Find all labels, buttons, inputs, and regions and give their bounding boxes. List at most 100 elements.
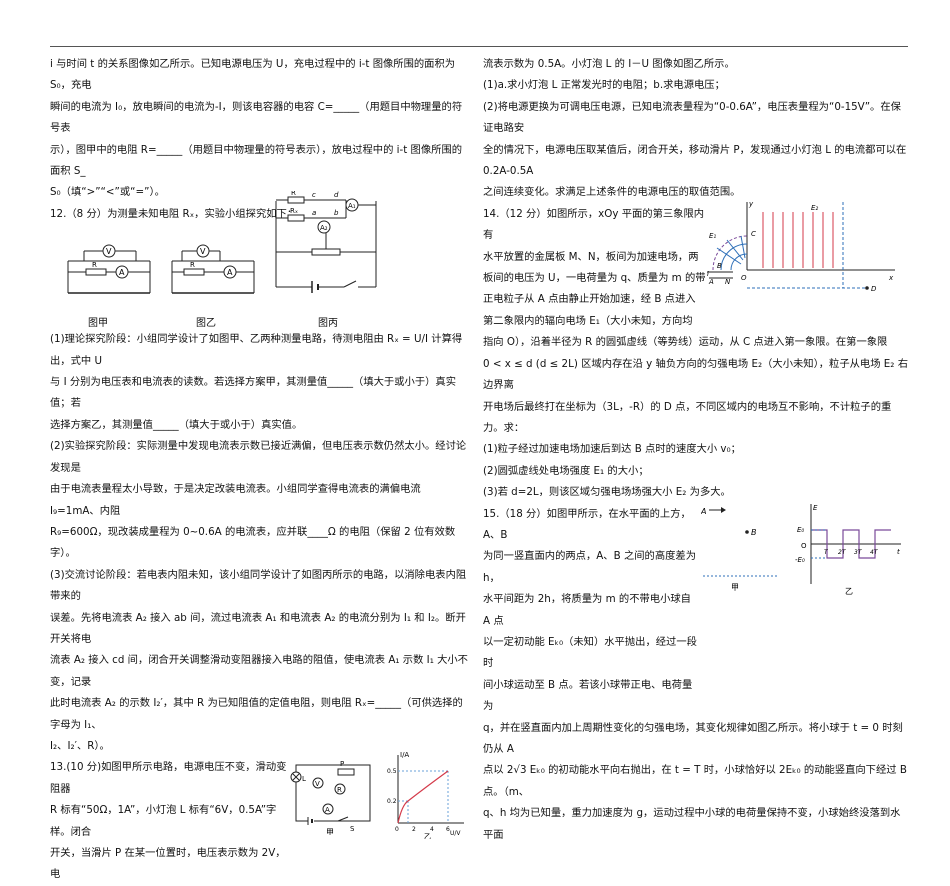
- q14-point-b: B: [717, 262, 722, 270]
- circuit-yi-diagram: V R A: [171, 244, 255, 294]
- q13-x-tick: 4: [430, 826, 434, 833]
- svg-text:V: V: [315, 780, 320, 788]
- svg-text:V: V: [106, 247, 112, 256]
- svg-text:A: A: [325, 806, 330, 814]
- q12-figures: V R A 图甲 V R A 图乙: [50, 191, 468, 343]
- q13-continued-line: 流表示数为 0.5A。小灯泡 L 的 I－U 图像如图乙所示。: [483, 58, 735, 70]
- q12-part3-line: 此时电流表 A₂ 的示数 I₂′，其中 R 为已知阻值的定值电阻，则电阻 Rₓ=…: [50, 697, 463, 731]
- q14-field-e2: E₂: [811, 204, 818, 212]
- q13-text-line: R 标有“50Ω，1A”，小灯泡 L 标有“6V，0.5A”字样。闭合: [50, 804, 277, 838]
- q15-text-line: q，并在竖直面内加上周期性变化的匀强电场，其变化规律如图乙所示。将小球于 t =…: [483, 721, 903, 755]
- q13-text-line: 13.(10 分)如图甲所示电路，电源电压不变，滑动变阻器: [50, 761, 287, 795]
- q13-text-line: 开关，当滑片 P 在某一位置时，电压表示数为 2V，电: [50, 847, 286, 881]
- q13-part2-line: 之间连续变化。求满足上述条件的电源电压的取值范围。: [483, 186, 741, 199]
- right-column: 流表示数为 0.5A。小灯泡 L 的 I－U 图像如图乙所示。 (1)a.求小灯…: [483, 54, 908, 846]
- q15-tick-4t: 4T: [870, 549, 879, 556]
- q15-t-axis: t: [897, 548, 900, 556]
- q14-field-e1: E₁: [709, 232, 716, 240]
- q13-fig-yi-label: 乙: [424, 833, 431, 839]
- q13-x-axis-label: U/V: [450, 830, 461, 837]
- q15-neg-e0-label: -E₀: [795, 556, 805, 564]
- q13-x-tick: 0: [395, 826, 399, 833]
- q15-block: 15.（18 分）如图甲所示，在水平面的上方，A、B 为同一竖直面内的两点，A、…: [483, 503, 908, 718]
- q12-part1-line: 选择方案乙，其测量值_____（填大于或小于）真实值。: [50, 418, 303, 431]
- q13-block: 13.(10 分)如图甲所示电路，电源电压不变，滑动变阻器 R 标有“50Ω，1…: [50, 751, 468, 885]
- svg-text:A: A: [119, 268, 125, 277]
- q15-fig-yi-label: 乙: [845, 587, 853, 596]
- svg-text:c: c: [312, 191, 316, 199]
- svg-text:A: A: [227, 268, 233, 277]
- figure-caption-yi: 图乙: [196, 318, 216, 330]
- q12-title: 12.（8 分）为测量未知电阻 Rₓ，实验小组探究如下：: [50, 207, 298, 220]
- q15-fig-jia-label: 甲: [731, 583, 739, 592]
- q12-part2-line: 由于电流表量程太小导致，于是决定改装电流表。小组同学查得电流表的满偏电流 I₉=…: [50, 483, 421, 517]
- q15-origin: O: [801, 542, 807, 550]
- q13-x-tick: 2: [412, 826, 416, 833]
- q12-part2-line: R₉=600Ω，现改装成量程为 0~0.6A 的电流表，应并联____Ω 的电阻…: [50, 525, 456, 560]
- q14-text-line: 0 < x ≤ d (d ≤ 2L) 区域内存在沿 y 轴负方向的匀强电场 E₂…: [483, 357, 908, 392]
- circuit-bing-diagram: R c d A₁ Rₓ a b A₂: [275, 191, 377, 294]
- q14-point-a: A: [708, 278, 714, 286]
- svg-text:b: b: [334, 209, 339, 217]
- q12-part3-line: 流表 A₂ 接入 cd 间，闭合开关调整滑动变阻器接入电路的阻值，使电流表 A₁…: [50, 654, 468, 688]
- q13-iu-graph: I/A U/V 0.5 0.2 0 2 4 6 乙: [387, 751, 464, 839]
- q11-text-line: 瞬间的电流为 I₀，放电瞬间的电流为-I，则该电容器的电容 C=_____（用题…: [50, 100, 463, 135]
- svg-text:a: a: [312, 209, 316, 217]
- q15-jia-diagram: A B 甲: [701, 506, 779, 592]
- q11-text-line: 示），图甲中的电阻 R=_____（用题目中物理量的符号表示），放电过程中的 i…: [50, 143, 463, 178]
- svg-text:R: R: [337, 786, 342, 794]
- circuit-jia-diagram: V R A: [67, 244, 151, 294]
- q14-block: 14.（12 分）如图所示，xOy 平面的第三象限内有 水平放置的金属板 M、N…: [483, 200, 908, 332]
- q14-plate-n: N: [725, 278, 731, 286]
- q15-point-a: A: [701, 507, 706, 516]
- q12-part3-line: (3)交流讨论阶段：若电表内阻未知，该小组同学设计了如图丙所示的电路，以消除电表…: [50, 568, 467, 603]
- svg-text:R: R: [291, 191, 296, 197]
- q13-circuit-diagram: L V P R A S 甲: [290, 760, 371, 835]
- q15-text-line: 点以 2√3 Eₖ₀ 的初动能水平向右抛出，在 t = T 时，小球恰好以 2E…: [483, 764, 907, 798]
- svg-text:A₁: A₁: [348, 202, 356, 210]
- q13-y-tick: 0.5: [387, 768, 397, 775]
- q15-text-line: 水平间距为 2h，将质量为 m 的不带电小球自 A 点: [483, 593, 691, 627]
- q14-part1-line: (1)粒子经过加速电场加速后到达 B 点时的速度大小 v₀；: [483, 443, 741, 456]
- q15-text-line: 以一定初动能 Eₖ₀（未知）水平抛出，经过一段时: [483, 635, 697, 670]
- q14-point-d: D: [871, 285, 877, 293]
- q14-text-line: 板间的电压为 U，一电荷量为 q、质量为 m 的带: [483, 272, 706, 285]
- q15-point-b: B: [751, 528, 757, 537]
- left-column: i 与时间 t 的关系图像如乙所示。已知电源电压为 U，充电过程中的 i-t 图…: [50, 54, 468, 886]
- q12-part2-line: (2)实验探究阶段：实际测量中发现电流表示数已接近满偏，但电压表示数仍然太小。经…: [50, 440, 467, 474]
- figure-caption-jia: 图甲: [88, 318, 108, 330]
- svg-text:Rₓ: Rₓ: [290, 207, 298, 215]
- svg-text:d: d: [334, 191, 339, 199]
- q15-text-line: 间小球运动至 B 点。若该小球带正电、电荷量为: [483, 678, 693, 713]
- q14-part2-line: (2)圆弧虚线处电场强度 E₁ 的大小；: [483, 464, 649, 477]
- q15-tick-3t: 3T: [854, 549, 863, 556]
- q15-tick-t: T: [824, 549, 829, 556]
- svg-text:V: V: [200, 247, 206, 256]
- q14-part3-line: (3)若 d=2L，则该区域匀强电场场强大小 E₂ 为多大。: [483, 486, 731, 499]
- q13-fig-jia-label: 甲: [326, 828, 334, 835]
- q14-text-line: 指向 O），沿着半径为 R 的圆弧虚线（等势线）运动，从 C 点进入第一象限。在…: [483, 336, 888, 349]
- q14-text-line: 第二象限内的辐向电场 E₁（大小未知，方向均: [483, 314, 693, 327]
- svg-text:A₂: A₂: [320, 224, 328, 232]
- q14-text-line: 开电场后最终打在坐标为（3L，-R）的 D 点，不同区域内的电场互不影响，不计粒…: [483, 400, 892, 434]
- svg-text:S: S: [350, 825, 355, 833]
- q11-text-line: i 与时间 t 的关系图像如乙所示。已知电源电压为 U，充电过程中的 i-t 图…: [50, 58, 456, 92]
- q14-field-diagram: y x C B O A M N E₁ E₂: [707, 200, 895, 293]
- q15-e0-label: E₀: [797, 526, 804, 534]
- header-rule: [50, 46, 908, 47]
- svg-text:P: P: [340, 760, 344, 768]
- q12-part3-line: 误差。先将电流表 A₂ 接入 ab 间，流过电流表 A₁ 和电流表 A₂ 的电流…: [50, 611, 466, 645]
- q13-part2-line: (2)将电源更换为可调电压电源，已知电流表量程为“0-0.6A”，电压表量程为“…: [483, 100, 901, 135]
- q13-part1-line: (1)a.求小灯泡 L 正常发光时的电阻；b.求电源电压；: [483, 79, 725, 92]
- q14-x-label: x: [888, 274, 894, 282]
- q13-y-axis-label: I/A: [400, 751, 409, 759]
- q15-text-line: q、h 均为已知量，重力加速度为 g，运动过程中小球的电荷量保持不变，小球始终没…: [483, 807, 901, 841]
- q14-point-c: C: [751, 230, 756, 238]
- figure-caption-bing: 图丙: [318, 318, 338, 330]
- q11-text-line: S₀（填“>”“<”或“=”）。: [50, 186, 165, 199]
- svg-text:L: L: [302, 775, 306, 783]
- q12-part1-line: (1)理论探究阶段：小组同学设计了如图甲、乙两种测量电路，待测电阻由 Rₓ = …: [50, 333, 463, 367]
- q12-part1-line: 与 I 分别为电压表和电流表的读数。若选择方案甲，其测量值_____（填大于或小…: [50, 376, 457, 410]
- q13-x-tick: 6: [446, 826, 450, 833]
- q14-text-line: 正电粒子从 A 点由静止开始加速，经 B 点进入: [483, 293, 696, 306]
